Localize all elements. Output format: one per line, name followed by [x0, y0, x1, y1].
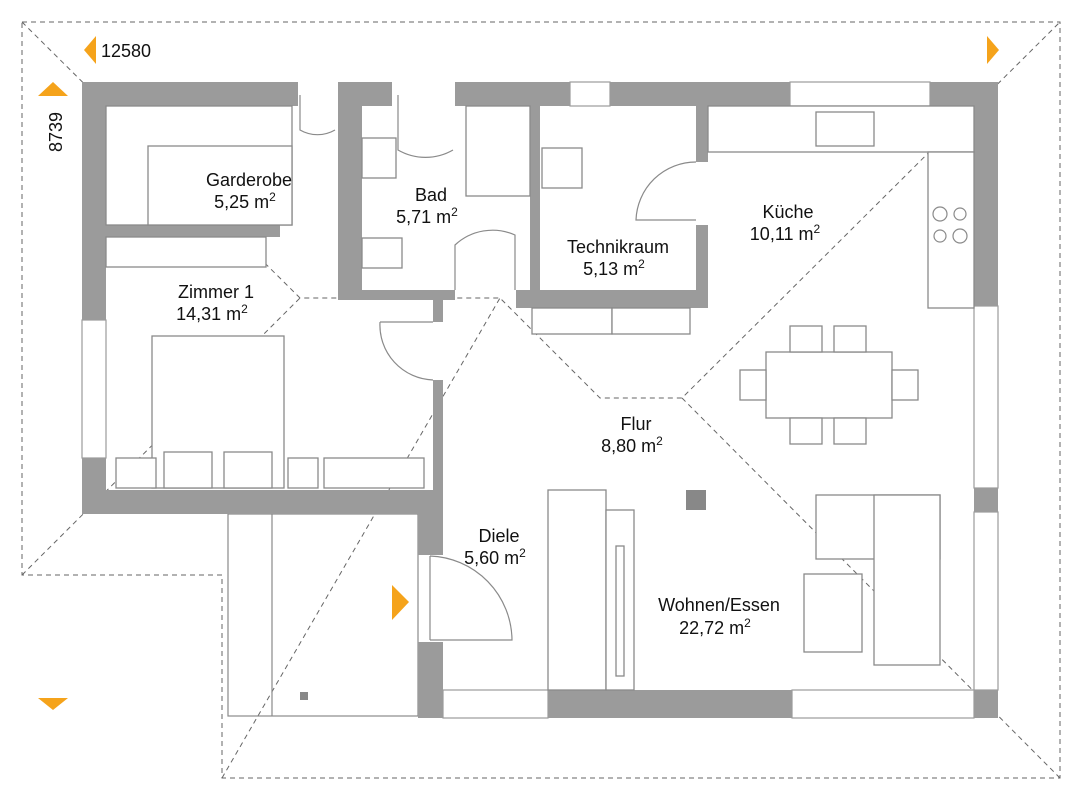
section-arrow-icon	[392, 585, 409, 620]
room-area: 5,25 m	[214, 192, 269, 212]
room-area: 5,60 m	[464, 548, 519, 568]
room-name: Zimmer 1	[178, 282, 254, 302]
room-technikraum: Technikraum 5,13 m2	[567, 237, 669, 279]
room-area: 14,31 m	[176, 304, 241, 324]
terrace	[227, 513, 419, 717]
svg-text:8,80 m2: 8,80 m2	[601, 434, 663, 456]
svg-text:10,11 m2: 10,11 m2	[750, 222, 821, 244]
room-area: 10,11 m	[750, 224, 814, 244]
doors	[299, 95, 697, 641]
width-dimension: 12580	[101, 41, 151, 61]
svg-text:5,13 m2: 5,13 m2	[583, 257, 645, 279]
arrow-down-icon	[38, 698, 68, 710]
room-kueche: Küche 10,11 m2	[750, 202, 821, 244]
room-area: 8,80 m	[601, 436, 656, 456]
room-flur: Flur 8,80 m2	[601, 414, 663, 456]
depth-dimension: 8739	[46, 112, 66, 152]
arrow-left-icon	[84, 36, 96, 64]
svg-text:22,72 m2: 22,72 m2	[679, 616, 751, 638]
svg-text:14,31 m2: 14,31 m2	[176, 302, 248, 324]
svg-text:5,60 m2: 5,60 m2	[464, 546, 526, 568]
room-diele: Diele 5,60 m2	[464, 526, 526, 568]
walls	[82, 82, 998, 718]
room-name: Diele	[478, 526, 519, 546]
arrow-up-icon	[38, 82, 68, 96]
room-area: 22,72 m	[679, 618, 744, 638]
room-bad: Bad 5,71 m2	[396, 185, 458, 227]
room-name: Wohnen/Essen	[658, 595, 780, 615]
room-zimmer-1: Zimmer 1 14,31 m2	[176, 282, 254, 324]
room-name: Bad	[415, 185, 447, 205]
svg-text:5,71 m2: 5,71 m2	[396, 205, 458, 227]
svg-text:5,25 m2: 5,25 m2	[214, 190, 276, 212]
arrow-right-icon	[987, 36, 999, 64]
furniture	[105, 105, 975, 691]
room-name: Flur	[621, 414, 652, 434]
room-area: 5,13 m	[583, 259, 638, 279]
dimension-markers	[38, 36, 999, 710]
room-area: 5,71 m	[396, 207, 451, 227]
room-name: Garderobe	[206, 170, 292, 190]
room-name: Küche	[762, 202, 813, 222]
room-name: Technikraum	[567, 237, 669, 257]
room-garderobe: Garderobe 5,25 m2	[206, 170, 292, 212]
room-wohnen-essen: Wohnen/Essen 22,72 m2	[658, 595, 780, 638]
